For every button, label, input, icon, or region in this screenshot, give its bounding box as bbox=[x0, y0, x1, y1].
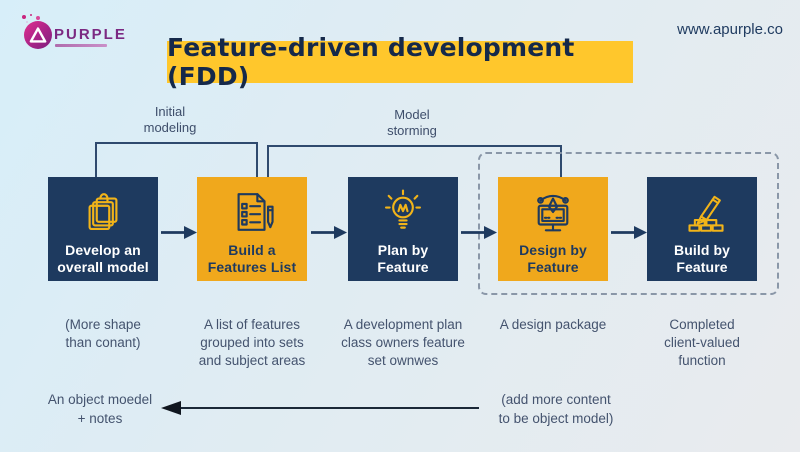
step-description: (More shape than conant) bbox=[65, 317, 141, 351]
design-build-group-outline bbox=[478, 152, 779, 295]
lightbulb-icon bbox=[377, 186, 429, 238]
pencil-bricks-icon bbox=[676, 186, 728, 238]
step-box-design-by-feature: Design by Feature bbox=[498, 177, 608, 281]
logo-mark-icon bbox=[24, 21, 52, 49]
step-box-build-features-list: Build a Features List bbox=[197, 177, 307, 281]
step-description: A development plan class owners feature … bbox=[341, 317, 465, 369]
feedback-arrow-icon bbox=[161, 401, 479, 415]
annotation-model-storming: Model storming bbox=[387, 107, 437, 138]
logo-splatter-dots bbox=[22, 15, 26, 19]
flow-arrow-icon bbox=[311, 226, 347, 239]
flow-arrow-icon bbox=[461, 226, 497, 239]
bracket-initial-modeling bbox=[95, 142, 258, 177]
step-description: Completed client-valued function bbox=[664, 317, 740, 369]
flow-arrow-icon bbox=[611, 226, 647, 239]
step-label: Build by Feature bbox=[673, 242, 731, 276]
step-box-build-by-feature: Build by Feature bbox=[647, 177, 757, 281]
design-monitor-icon bbox=[527, 186, 579, 238]
step-label: Design by Feature bbox=[519, 242, 587, 276]
feedback-right-note: (add more content to be object model) bbox=[498, 392, 614, 426]
step-description: A list of features grouped into sets and… bbox=[198, 317, 306, 369]
step-label: Plan by Feature bbox=[377, 242, 429, 276]
step-label: Develop an overall model bbox=[57, 242, 149, 276]
step-description: A design package bbox=[499, 317, 607, 332]
page-title: Feature-driven development (FDD) bbox=[167, 33, 633, 91]
bracket-model-storming bbox=[267, 145, 562, 177]
logo-tagline bbox=[55, 44, 107, 47]
annotation-initial-modeling: Initial modeling bbox=[143, 104, 197, 135]
sticky-notes-icon bbox=[77, 186, 129, 238]
step-box-develop-overall-model: Develop an overall model bbox=[48, 177, 158, 281]
website-url[interactable]: www.apurple.co bbox=[677, 21, 783, 38]
feedback-left-note: An object moedel + notes bbox=[47, 392, 153, 426]
apurple-logo: PURPLE bbox=[22, 15, 174, 56]
flow-arrow-icon bbox=[161, 226, 197, 239]
step-box-plan-by-feature: Plan by Feature bbox=[348, 177, 458, 281]
step-label: Build a Features List bbox=[207, 242, 297, 276]
checklist-document-icon bbox=[226, 186, 278, 238]
logo-brand-text: PURPLE bbox=[54, 26, 127, 43]
